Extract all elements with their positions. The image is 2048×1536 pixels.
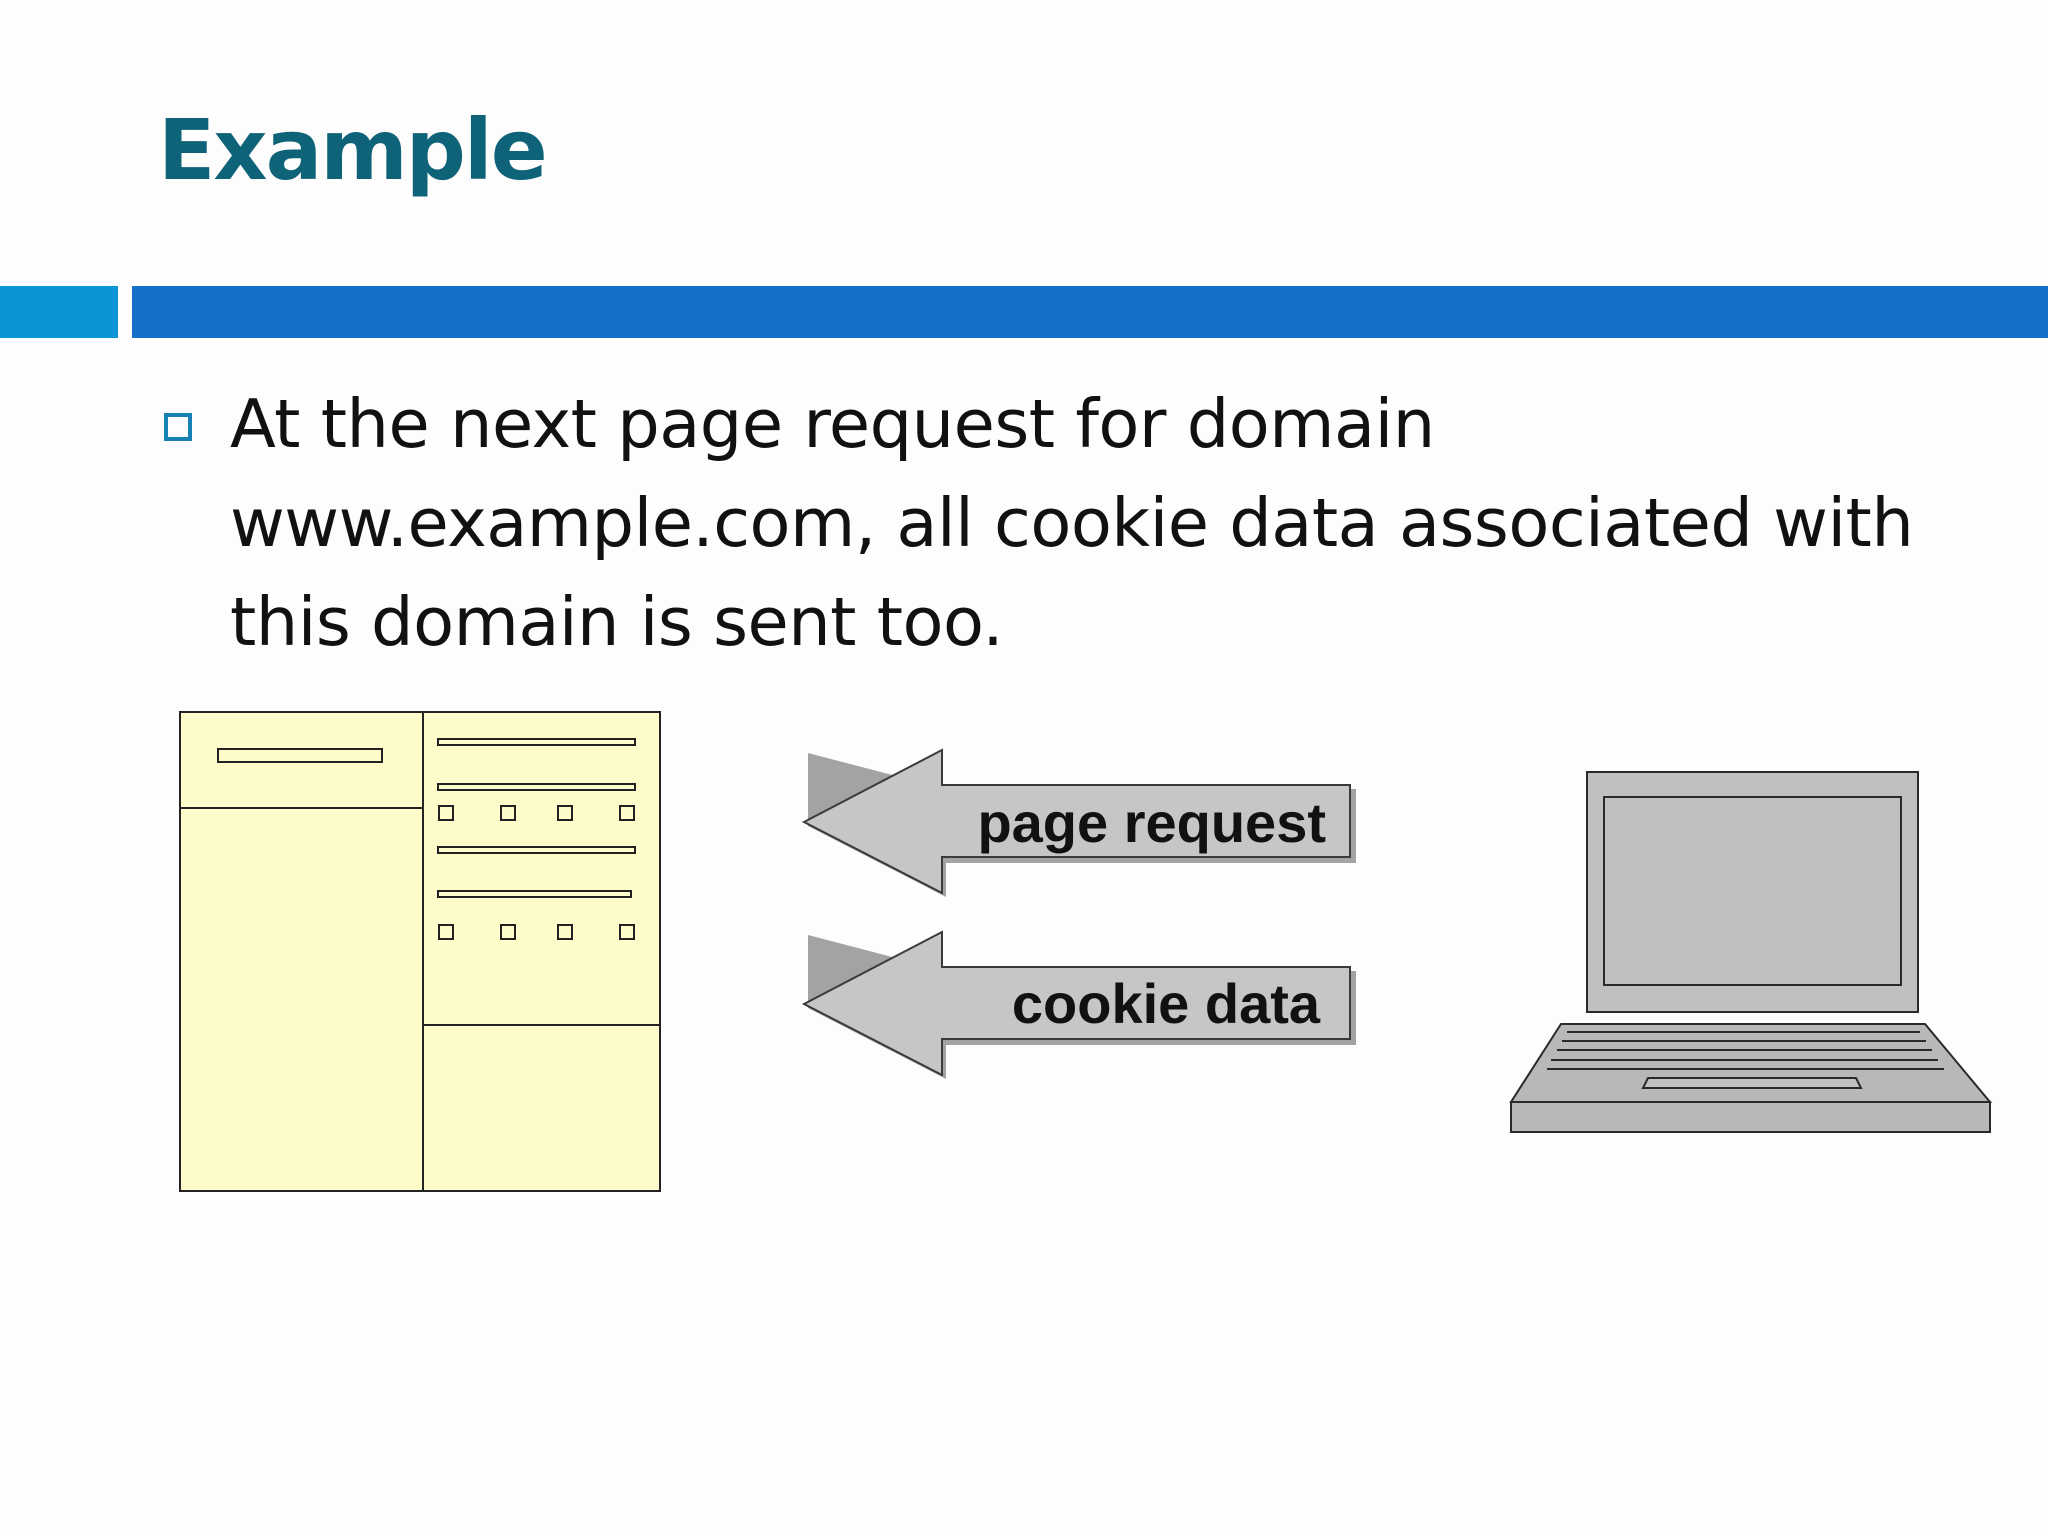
webpage-line (437, 846, 636, 854)
page-request-arrow: page request (801, 748, 1356, 897)
webpage-checkbox (557, 805, 573, 821)
webpage-checkbox (500, 924, 516, 940)
webpage-line (437, 890, 632, 898)
webpage-header-bar (217, 748, 383, 763)
cookie-data-arrow: cookie data (801, 930, 1356, 1079)
bullet-text: At the next page request for domain www.… (230, 385, 1914, 661)
webpage-line (437, 783, 636, 791)
accent-bar-left (0, 286, 118, 338)
webpage-frame (179, 711, 661, 1192)
square-bullet-icon (164, 413, 192, 441)
webpage-checkbox (619, 805, 635, 821)
laptop-base (1510, 1101, 1991, 1133)
accent-bar (132, 286, 2048, 338)
page-request-label: page request (977, 791, 1326, 854)
slide-title: Example (158, 101, 548, 199)
laptop-icon (1509, 771, 1993, 1133)
laptop-keyboard-deck (1509, 1023, 1993, 1103)
webpage-checkbox (619, 924, 635, 940)
webpage-checkbox (438, 924, 454, 940)
webpage-line (437, 738, 636, 746)
cookie-data-label: cookie data (1012, 972, 1321, 1035)
laptop-screen (1603, 796, 1902, 986)
webpage-checkbox (438, 805, 454, 821)
webpage-illustration (179, 711, 661, 1192)
webpage-checkbox (500, 805, 516, 821)
laptop-trackpad (1641, 1077, 1863, 1089)
webpage-checkbox (557, 924, 573, 940)
